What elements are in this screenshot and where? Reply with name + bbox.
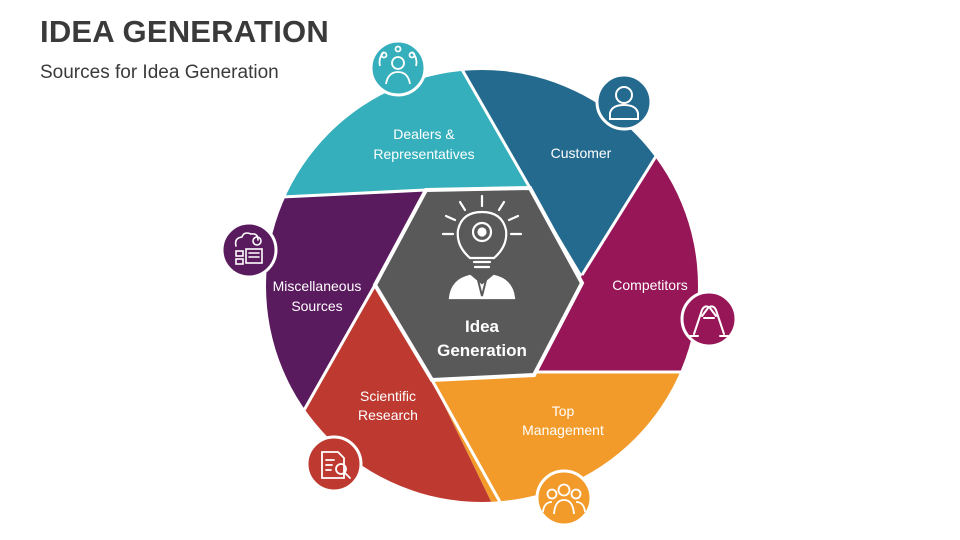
scientific-research-label-line1: Scientific: [360, 388, 416, 404]
top-management-label-line1: Top: [552, 403, 575, 419]
customer-user-icon: [595, 73, 653, 131]
management-team-icon: [535, 469, 593, 527]
miscellaneous-sources-icon: [220, 221, 278, 279]
segment-separators: [281, 65, 686, 503]
segment-competitors[interactable]: [534, 140, 720, 372]
lightbulb-gear-person-icon: [441, 194, 523, 300]
handshake-competition-icon: [680, 290, 738, 348]
page-subtitle: Sources for Idea Generation: [40, 62, 279, 83]
misc-sources-label-line2: Sources: [291, 298, 342, 314]
center-label-line2: Generation: [437, 341, 527, 360]
top-management-label-line2: Management: [522, 422, 604, 438]
segment-misc-sources[interactable]: [250, 190, 426, 420]
competitors-label: Competitors: [612, 277, 687, 293]
page-title: IDEA GENERATION: [40, 14, 329, 49]
center-label-line1: Idea: [465, 317, 500, 336]
misc-sources-label-line1: Miscellaneous: [273, 278, 362, 294]
customer-label: Customer: [551, 145, 612, 161]
scientific-research-label-line2: Research: [358, 407, 418, 423]
research-document-search-icon: [305, 435, 363, 493]
dealers-label-line1: Dealers &: [393, 126, 455, 142]
dealers-label-line2: Representatives: [373, 146, 474, 162]
dealer-representative-icon: [369, 39, 427, 97]
